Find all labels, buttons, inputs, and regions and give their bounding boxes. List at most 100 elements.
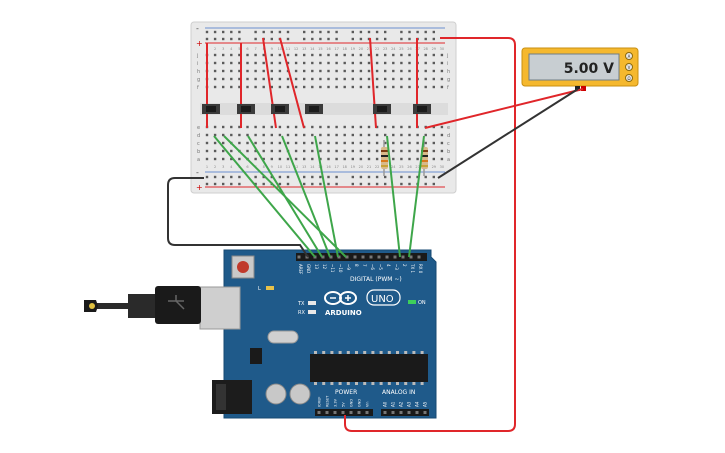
digital-pin[interactable] <box>393 255 397 259</box>
breadboard-hole[interactable] <box>343 77 346 81</box>
rail-hole[interactable] <box>375 37 379 41</box>
breadboard-hole[interactable] <box>286 133 290 137</box>
breadboard-hole[interactable] <box>319 149 322 153</box>
rail-hole[interactable] <box>222 37 225 41</box>
rail-hole[interactable] <box>400 182 403 186</box>
breadboard-hole[interactable] <box>424 53 427 57</box>
probe-terminal-v[interactable] <box>581 86 586 91</box>
breadboard-hole[interactable] <box>319 125 322 129</box>
breadboard-hole[interactable] <box>270 133 273 137</box>
wire-green-6[interactable] <box>386 135 401 258</box>
breadboard-hole[interactable] <box>408 133 411 137</box>
breadboard-hole[interactable] <box>408 85 411 89</box>
breadboard-hole[interactable] <box>238 77 241 81</box>
breadboard-hole[interactable] <box>238 157 241 161</box>
breadboard-hole[interactable] <box>343 141 346 145</box>
breadboard-hole[interactable] <box>286 157 290 161</box>
breadboard-hole[interactable] <box>222 125 225 129</box>
breadboard-hole[interactable] <box>440 77 444 81</box>
rail-hole[interactable] <box>270 30 273 34</box>
rail-hole[interactable] <box>213 30 217 34</box>
breadboard-hole[interactable] <box>392 61 395 65</box>
breadboard-hole[interactable] <box>270 61 273 65</box>
breadboard-hole[interactable] <box>416 149 419 153</box>
rail-hole[interactable] <box>262 30 265 34</box>
rail-hole[interactable] <box>311 30 314 34</box>
breadboard-hole[interactable] <box>246 61 249 65</box>
rail-hole[interactable] <box>408 182 411 186</box>
breadboard-hole[interactable] <box>213 53 217 57</box>
breadboard-hole[interactable] <box>278 77 282 81</box>
breadboard-hole[interactable] <box>246 77 249 81</box>
breadboard-hole[interactable] <box>424 69 427 73</box>
power-pin[interactable] <box>341 411 345 414</box>
breadboard-hole[interactable] <box>400 77 403 81</box>
breadboard-hole[interactable] <box>327 69 330 73</box>
digital-pin[interactable] <box>361 255 365 259</box>
rail-hole[interactable] <box>367 30 371 34</box>
breadboard-hole[interactable] <box>351 69 354 73</box>
breadboard-hole[interactable] <box>408 53 411 57</box>
rail-hole[interactable] <box>238 37 241 41</box>
breadboard-hole[interactable] <box>424 133 427 137</box>
breadboard-hole[interactable] <box>319 157 322 161</box>
wires[interactable] <box>167 37 584 432</box>
breadboard-hole[interactable] <box>230 125 233 129</box>
breadboard-hole[interactable] <box>343 61 346 65</box>
breadboard-hole[interactable] <box>270 149 273 153</box>
wire-green-5[interactable] <box>223 135 347 258</box>
breadboard-hole[interactable] <box>351 61 354 65</box>
breadboard-hole[interactable] <box>222 69 225 73</box>
breadboard-hole[interactable] <box>262 149 265 153</box>
breadboard-hole[interactable] <box>230 77 233 81</box>
multimeter[interactable]: 5.00 V A V Ω <box>521 47 639 91</box>
rail-hole[interactable] <box>367 37 371 41</box>
breadboard-hole[interactable] <box>270 85 273 89</box>
breadboard-hole[interactable] <box>222 149 225 153</box>
breadboard-hole[interactable] <box>254 141 257 145</box>
breadboard-hole[interactable] <box>351 85 354 89</box>
rail-hole[interactable] <box>286 182 290 186</box>
breadboard-hole[interactable] <box>262 53 265 57</box>
breadboard-hole[interactable] <box>359 149 363 153</box>
breadboard-hole[interactable] <box>392 77 395 81</box>
breadboard-hole[interactable] <box>424 61 427 65</box>
breadboard-hole[interactable] <box>408 69 411 73</box>
breadboard-hole[interactable] <box>222 133 225 137</box>
breadboard-hole[interactable] <box>311 149 314 153</box>
breadboard-hole[interactable] <box>286 125 290 129</box>
breadboard-hole[interactable] <box>440 85 444 89</box>
rail-hole[interactable] <box>432 37 435 41</box>
breadboard-hole[interactable] <box>303 85 306 89</box>
rail-hole[interactable] <box>319 182 322 186</box>
rail-hole[interactable] <box>254 30 257 34</box>
breadboard-hole[interactable] <box>311 141 314 145</box>
rail-hole[interactable] <box>327 175 330 179</box>
breadboard-hole[interactable] <box>327 85 330 89</box>
breadboard-hole[interactable] <box>367 69 371 73</box>
mode-amps[interactable]: A <box>628 54 631 59</box>
breadboard-hole[interactable] <box>254 157 257 161</box>
breadboard-hole[interactable] <box>440 149 444 153</box>
breadboard-hole[interactable] <box>408 125 411 129</box>
breadboard-hole[interactable] <box>384 85 387 89</box>
breadboard-hole[interactable] <box>351 53 354 57</box>
breadboard-hole[interactable] <box>432 61 435 65</box>
breadboard-hole[interactable] <box>205 133 209 137</box>
breadboard-hole[interactable] <box>359 69 363 73</box>
breadboard-hole[interactable] <box>270 69 273 73</box>
wire-probe-black[interactable] <box>437 88 579 179</box>
rail-hole[interactable] <box>408 37 411 41</box>
push-button-4[interactable] <box>305 104 323 114</box>
multimeter-mode-switch[interactable]: A V Ω <box>625 52 633 82</box>
digital-pin[interactable] <box>297 255 301 259</box>
breadboard-hole[interactable] <box>254 53 257 57</box>
rail-hole[interactable] <box>351 30 354 34</box>
push-buttons[interactable] <box>202 104 431 114</box>
breadboard-hole[interactable] <box>238 133 241 137</box>
breadboard-hole[interactable] <box>311 69 314 73</box>
rail-hole[interactable] <box>262 175 265 179</box>
breadboard-hole[interactable] <box>238 85 241 89</box>
breadboard-hole[interactable] <box>416 157 419 161</box>
